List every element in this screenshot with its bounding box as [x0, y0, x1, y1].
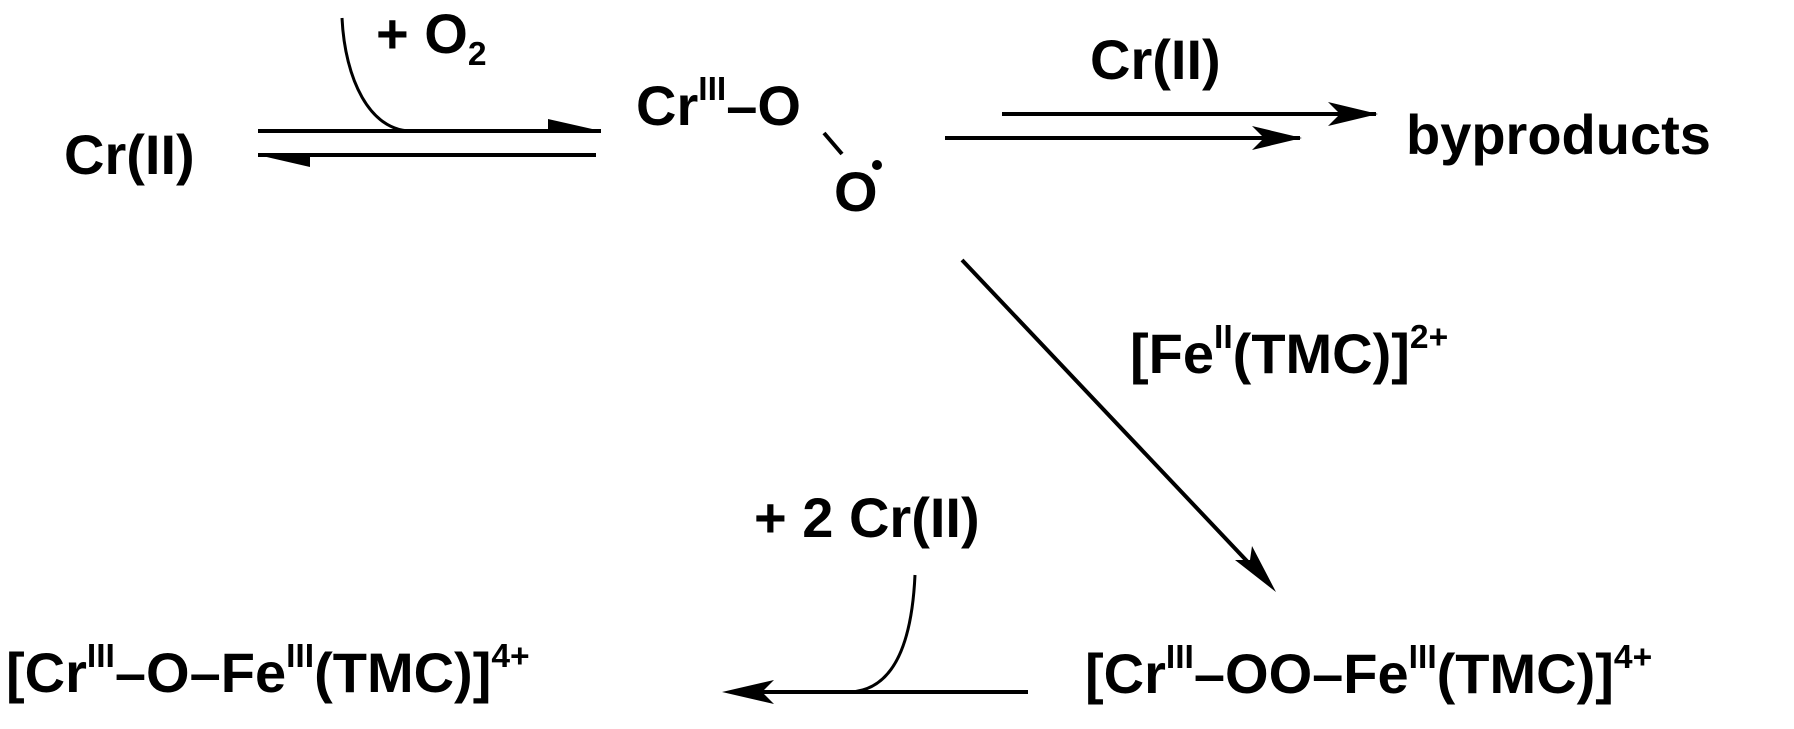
cr-oo-fe-open: [Cr [1085, 642, 1166, 705]
fe-tmc-open: [Fe [1130, 322, 1214, 385]
fe-tmc-reagent: [FeII(TMC)]2+ [1130, 321, 1448, 382]
radical-dot [872, 160, 882, 170]
cr-ii-reactant-text: Cr(II) [64, 123, 195, 186]
plus-2-cr-ii-reagent: + 2 Cr(II) [754, 490, 980, 546]
diagonal-arrow-head [1235, 546, 1276, 592]
byproduct-arrow-lower-head [1252, 126, 1302, 150]
fe-tmc-charge: 2+ [1409, 319, 1449, 357]
cr-oo-fe-fe-ox: III [1408, 639, 1437, 677]
plus-o2-subscript: 2 [467, 36, 487, 74]
forward-arrow-head [548, 119, 601, 131]
superoxo-o1: O [757, 74, 801, 137]
plus-2-cr-ii-text: + 2 Cr(II) [754, 486, 980, 549]
cr-oo-fe-close: (TMC)] [1436, 642, 1614, 705]
cr-o-fe-close: (TMC)] [314, 641, 492, 704]
bottom-arrow [722, 574, 1028, 704]
superoxo-o2-label: O [834, 164, 878, 220]
cr-oo-fe-product: [CrIII–OO–FeIII(TMC)]4+ [1085, 641, 1652, 702]
cr-o-fe-fe-ox: III [286, 638, 315, 676]
cr-ii-above-arrow: Cr(II) [1090, 32, 1221, 88]
byproduct-arrows [945, 102, 1378, 150]
cr-o-fe-cr-ox: III [86, 638, 115, 676]
byproducts-label: byproducts [1406, 107, 1711, 163]
diagonal-arrow [960, 258, 1276, 592]
cr-ii-above-arrow-text: Cr(II) [1090, 28, 1221, 91]
superoxo-dash: – [726, 74, 758, 137]
diagonal-arrow-line [960, 258, 1264, 579]
byproducts-text: byproducts [1406, 103, 1711, 166]
cr-oo-fe-mid: –OO–Fe [1193, 642, 1409, 705]
fe-tmc-close: (TMC)] [1232, 322, 1410, 385]
cr-o-fe-open: [Cr [6, 641, 87, 704]
cr-oo-fe-charge: 4+ [1613, 639, 1653, 677]
cr-o-fe-product: [CrIII–O–FeIII(TMC)]4+ [6, 640, 530, 701]
cr-ii-reactant: Cr(II) [64, 127, 195, 183]
cr-oo-fe-cr-ox: III [1165, 639, 1194, 677]
cr-o-fe-mid: –O–Fe [114, 641, 287, 704]
fe-tmc-ox: II [1214, 319, 1233, 357]
superoxo-metal: Cr [636, 74, 699, 137]
cr-o-fe-charge: 4+ [491, 638, 530, 676]
cr-ii-feed-curve [849, 574, 917, 694]
equilibrium-arrows [258, 17, 601, 167]
bottom-arrow-head [722, 680, 774, 704]
plus-o2-reagent: + O2 [376, 6, 487, 72]
superoxo-bond [822, 131, 844, 156]
o2-feed-curve [340, 17, 411, 133]
reverse-arrow-head [258, 155, 310, 167]
superoxo-oxidation-state: III [698, 71, 727, 109]
byproduct-arrow-upper-head [1328, 102, 1378, 126]
cr-iii-superoxo: CrIII–O [636, 73, 801, 134]
superoxo-o2: O [834, 160, 878, 223]
plus-o2-prefix: + O [376, 2, 468, 65]
